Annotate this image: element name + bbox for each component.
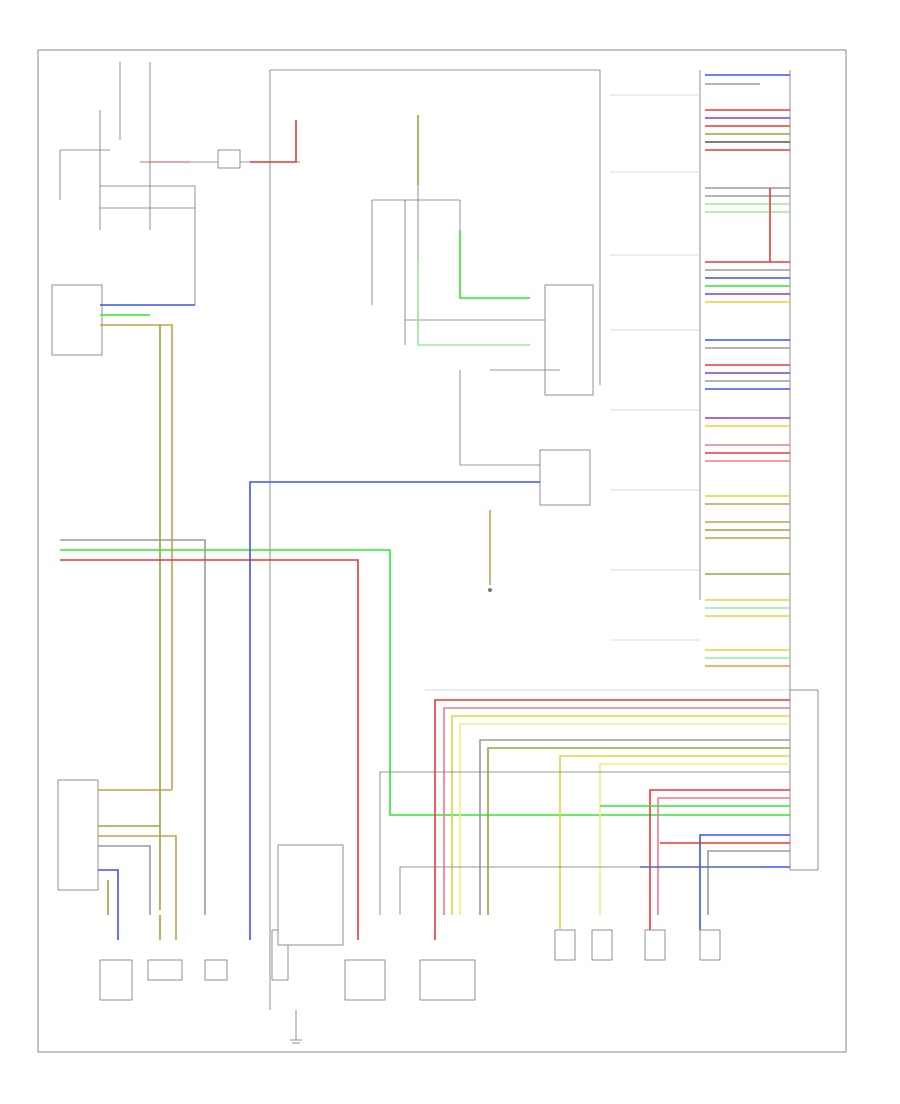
wire-green-relay-1 xyxy=(459,230,530,299)
wire-gray-bus xyxy=(60,539,206,915)
wire-black-drop xyxy=(399,866,760,915)
wire-yellow-drop-1 xyxy=(559,755,790,915)
wire-red-fuse xyxy=(250,120,297,163)
wire-red-main xyxy=(434,699,790,915)
wire-gray-drop xyxy=(707,850,790,915)
main-connector-block xyxy=(789,689,819,871)
ground-symbol xyxy=(290,1010,302,1044)
wire-yellow-main xyxy=(451,715,790,915)
wire-tan-lower-2 xyxy=(98,835,177,915)
diagram-frame xyxy=(37,49,847,1053)
wire-gray-main xyxy=(479,739,790,915)
wire-lightyellow-drop xyxy=(599,763,790,915)
wire-blue-drop-1 xyxy=(699,834,790,915)
wire-olive-main xyxy=(487,747,790,915)
bottom-connectors xyxy=(99,844,721,1001)
wire-gray-lower xyxy=(98,845,151,915)
wire-lightyellow-main xyxy=(459,723,790,915)
left-connector-module xyxy=(51,284,103,356)
wire-blue-lower xyxy=(98,869,119,915)
left-sensor-module xyxy=(57,779,99,891)
wire-blue-bus xyxy=(249,481,540,915)
wire-red-bus xyxy=(60,559,359,915)
right-connector-list xyxy=(610,70,791,700)
wire-pink-main xyxy=(443,707,790,915)
wire-pink-drop xyxy=(657,797,790,915)
wire-green-bus xyxy=(60,549,790,816)
wire-tan-left xyxy=(100,324,173,790)
wire-thin-gray xyxy=(379,771,790,915)
wire-green-relay-2 xyxy=(417,260,530,346)
wire-red-drop xyxy=(649,789,790,915)
